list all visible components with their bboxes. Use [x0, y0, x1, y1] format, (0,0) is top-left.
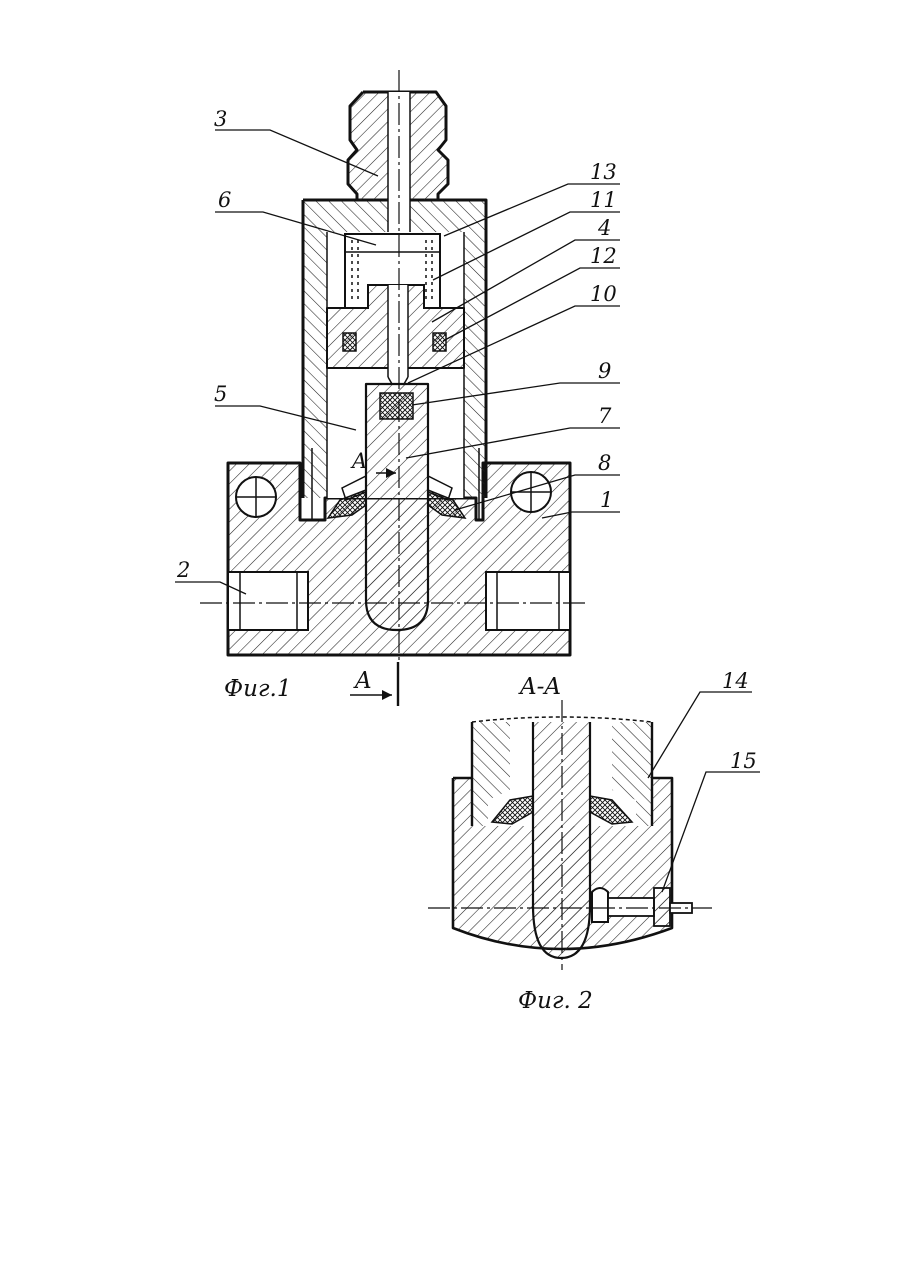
section-title: A-A — [518, 674, 561, 700]
label-5: 5 — [214, 382, 227, 406]
o-ring-right — [433, 333, 446, 351]
label-7: 7 — [598, 404, 612, 428]
detail-marker: A — [350, 449, 367, 473]
label-15: 15 — [730, 749, 757, 773]
label-13: 13 — [590, 160, 617, 184]
figure-2-caption: Фиг. 2 — [518, 988, 593, 1014]
label-1: 1 — [600, 488, 613, 512]
label-12: 12 — [590, 244, 617, 268]
figure-1: A 3 13 6 11 4 — [175, 70, 620, 706]
label-11: 11 — [590, 188, 617, 212]
section-marker-letter: A — [353, 668, 372, 694]
section-marker: A — [350, 662, 398, 706]
label-10: 10 — [590, 282, 617, 306]
label-14: 14 — [722, 669, 749, 693]
piston-rod — [366, 377, 428, 630]
figure-2: A-A 14 15 Фиг. 2 — [428, 669, 760, 1014]
label-9: 9 — [598, 359, 611, 383]
label-3: 3 — [214, 107, 227, 131]
label-8: 8 — [598, 451, 611, 475]
o-ring-left — [343, 333, 356, 351]
figure-1-caption: Фиг.1 — [224, 676, 291, 702]
label-2: 2 — [176, 558, 190, 582]
label-4: 4 — [597, 216, 611, 240]
valve-insert — [380, 393, 413, 419]
label-6: 6 — [218, 188, 231, 212]
